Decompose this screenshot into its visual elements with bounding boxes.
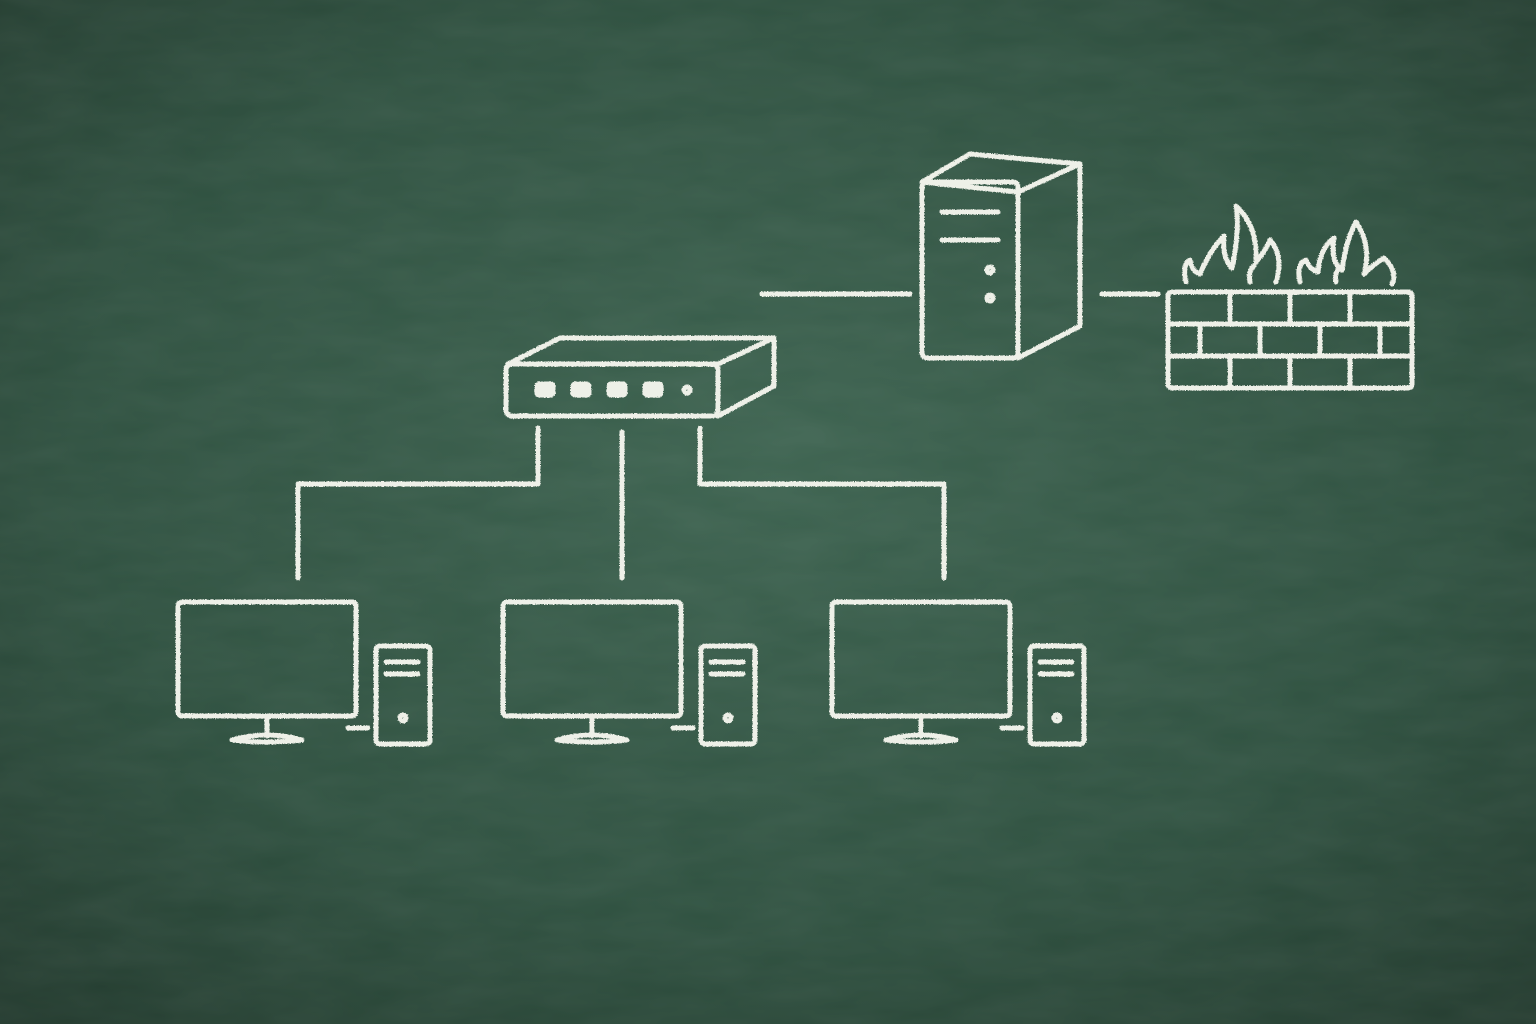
server-tower-icon <box>919 151 1083 361</box>
link-switch-workstation-3 <box>697 425 947 581</box>
network-switch-icon <box>503 335 777 419</box>
fire-icon <box>1182 203 1397 287</box>
link-switch-workstation-1 <box>295 425 541 581</box>
firewall-icon <box>1165 203 1415 391</box>
chalk-drawing <box>178 151 1415 744</box>
